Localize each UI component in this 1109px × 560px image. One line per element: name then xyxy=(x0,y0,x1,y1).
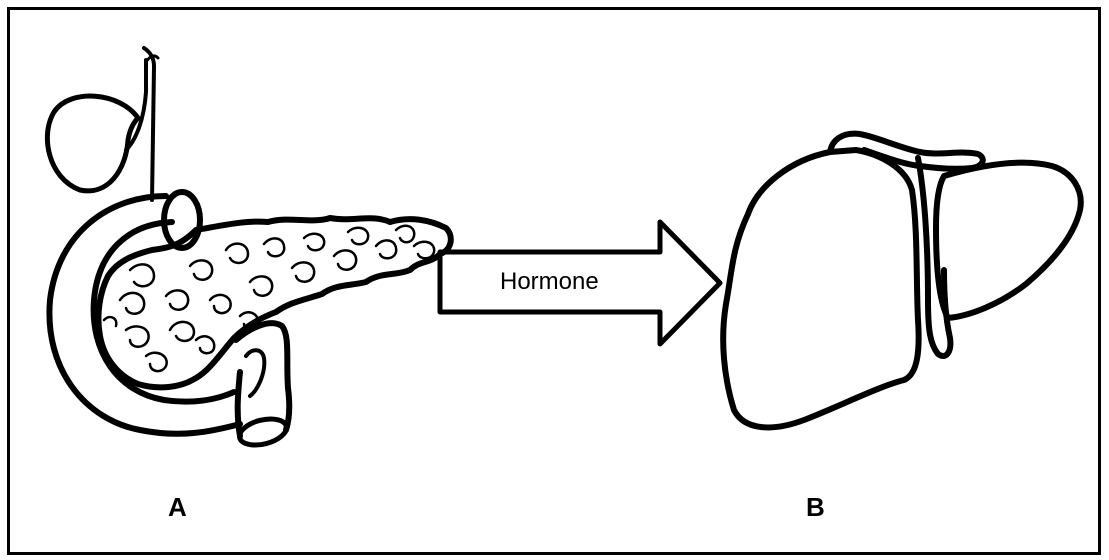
arrow-label-hormone: Hormone xyxy=(500,268,599,296)
pancreas-icon xyxy=(47,48,450,449)
label-organ-a: A xyxy=(168,492,187,523)
liver-icon xyxy=(723,134,1081,428)
label-organ-b: B xyxy=(806,492,825,523)
